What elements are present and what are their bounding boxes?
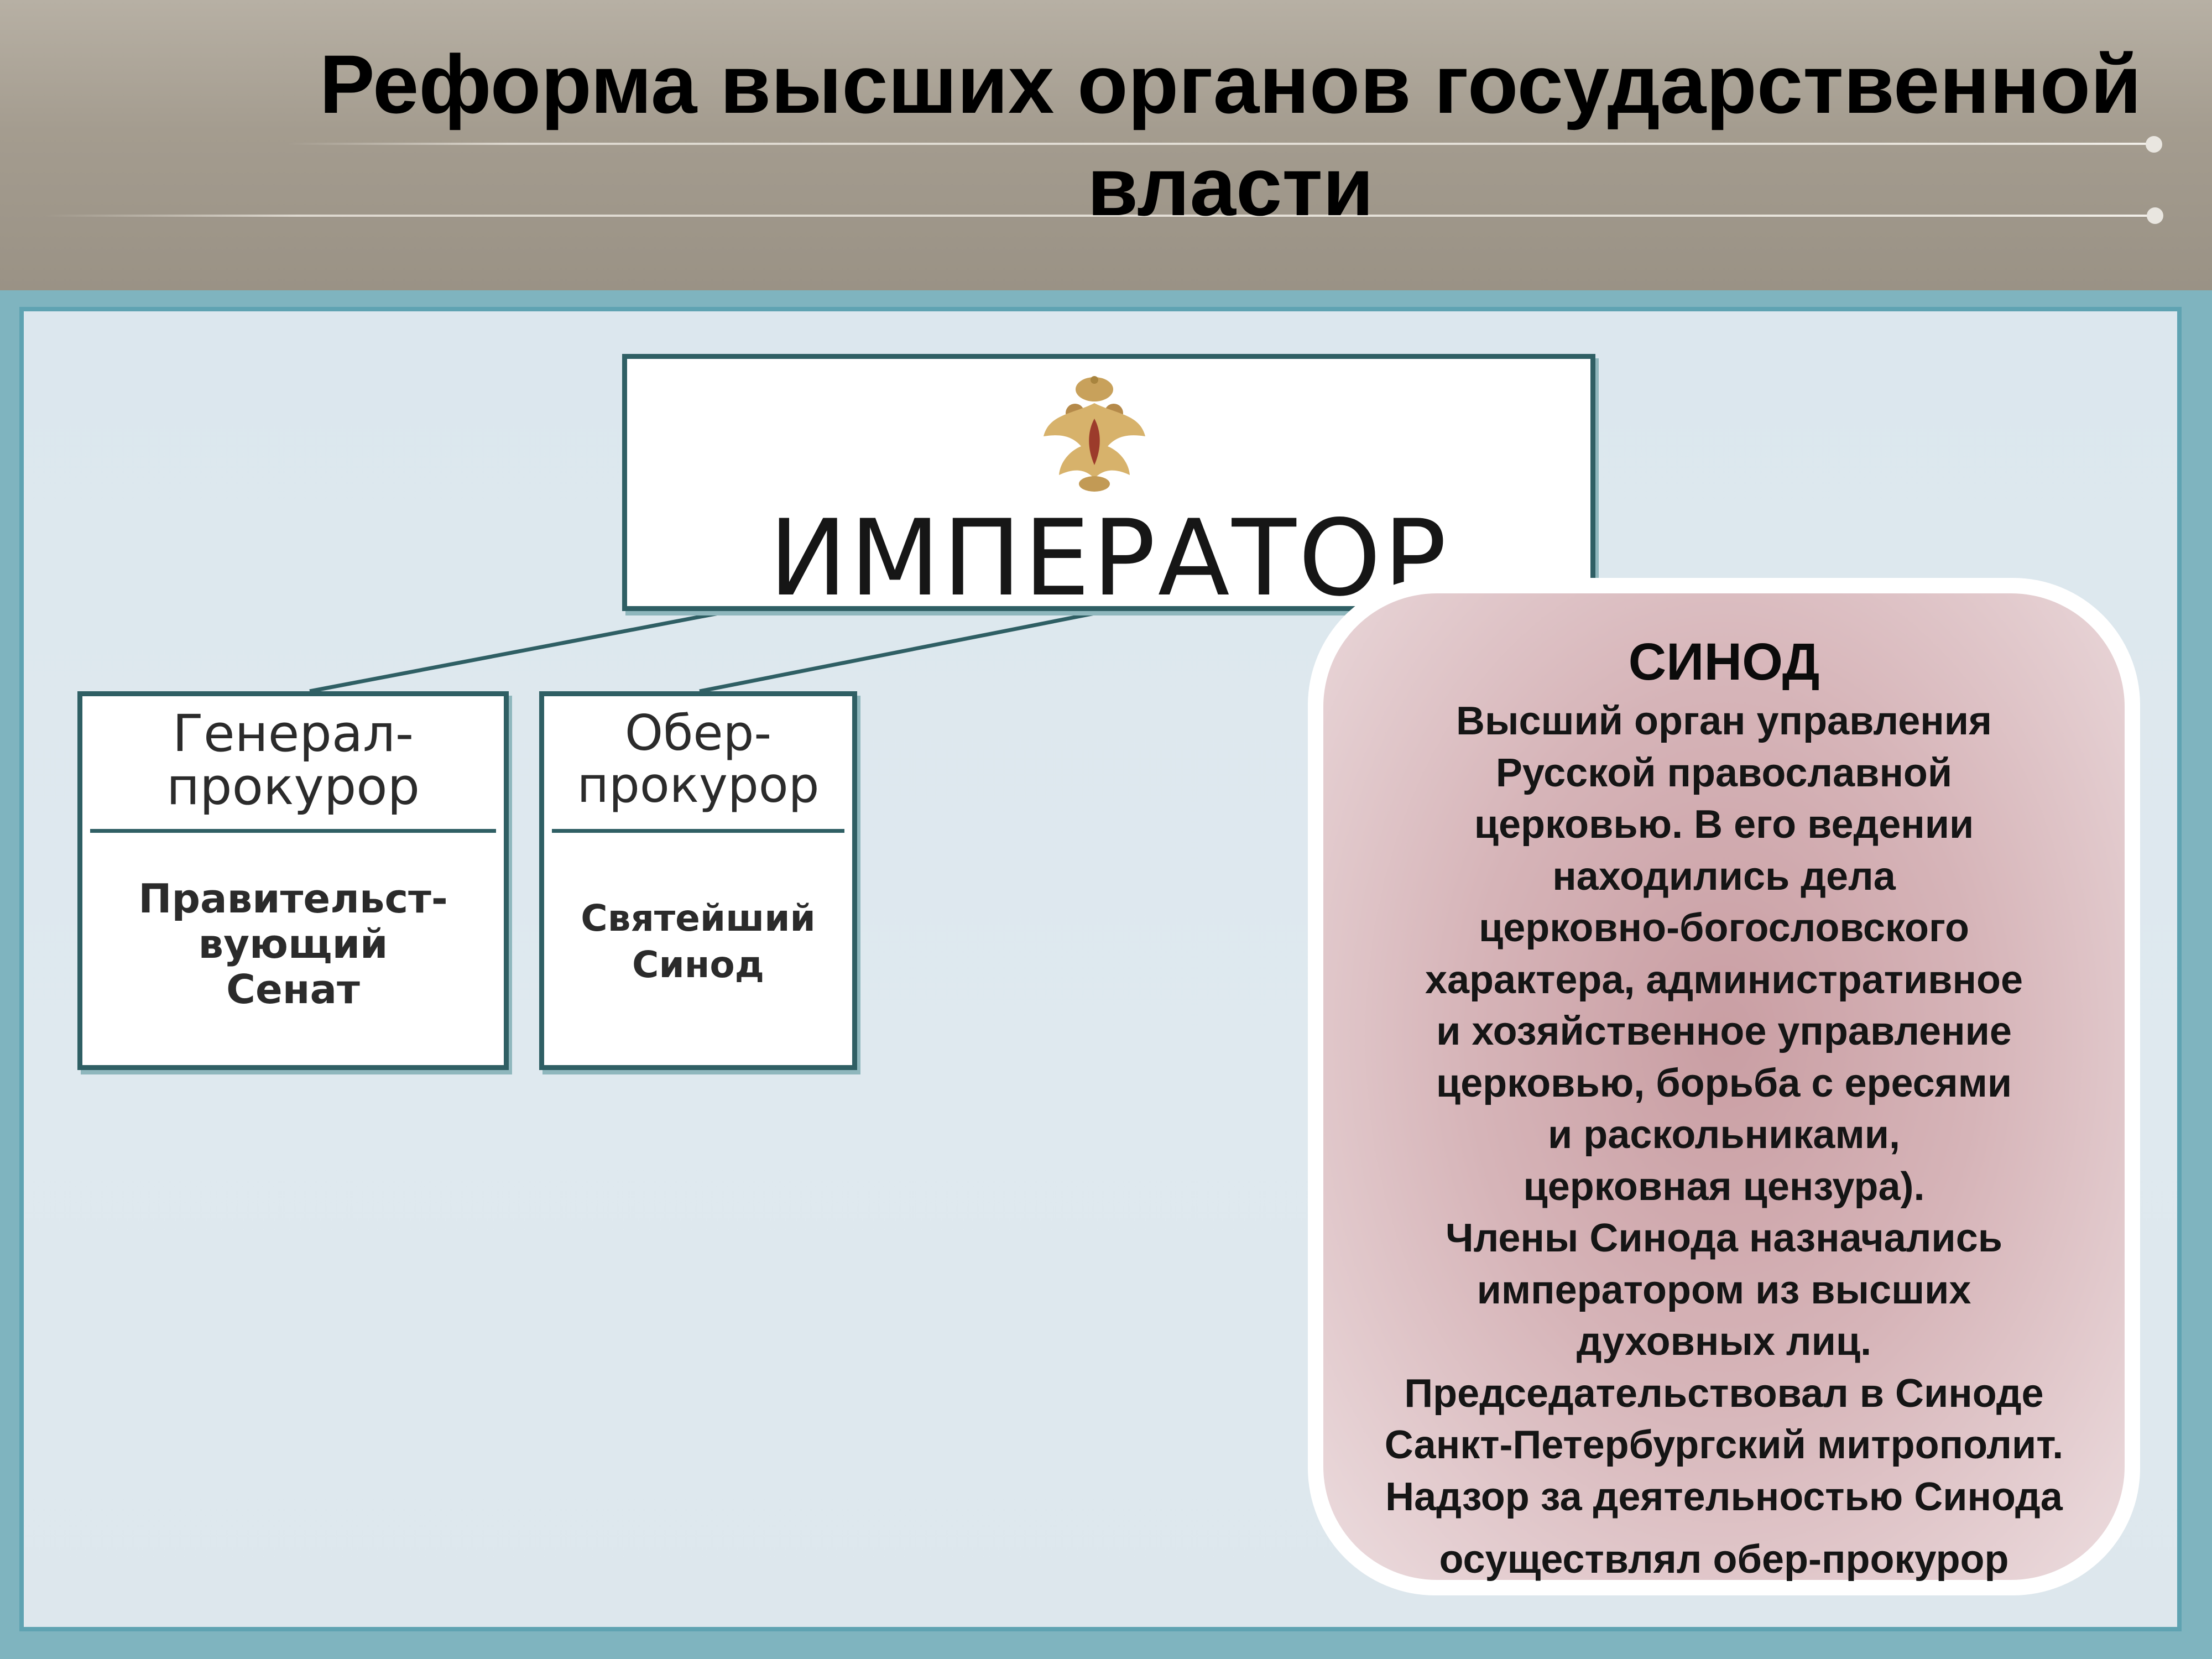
synod-line-12: императором из высших bbox=[1477, 1267, 1971, 1312]
general-prosecutor-divider bbox=[90, 829, 496, 833]
chief-prosecutor-title: Обер- прокурор bbox=[544, 707, 852, 811]
page-title-line-2: власти bbox=[1087, 140, 1374, 233]
synod-line-5: церковно-богословского bbox=[1479, 906, 1969, 950]
title-rule-upper bbox=[288, 143, 2157, 145]
senate-label-line-2: вующий bbox=[198, 921, 388, 967]
page-title-line-1: Реформа высших органов государственной bbox=[319, 38, 2142, 131]
synod-line-15: Санкт-Петербургский митрополит. bbox=[1384, 1423, 2064, 1467]
synod-line-13: духовных лиц. bbox=[1576, 1319, 1872, 1364]
senate-label: Правительст- вующий Сенат bbox=[82, 876, 504, 1012]
emperor-box: ИМПЕРАТОР bbox=[622, 354, 1595, 619]
synod-info-panel-fill: СИНОД Высший орган управления Русской пр… bbox=[1323, 593, 2125, 1582]
title-rule-lower-dot bbox=[2147, 207, 2163, 224]
emperor-label: ИМПЕРАТОР bbox=[769, 497, 1449, 619]
connector-emperor-chief-prosecutor bbox=[699, 609, 1107, 693]
senate-label-line-1: Правительст- bbox=[138, 875, 448, 922]
title-rule-upper-dot bbox=[2146, 136, 2162, 153]
general-prosecutor-title-line-1: Генерал- bbox=[172, 704, 414, 763]
chief-prosecutor-title-line-1: Обер- bbox=[624, 705, 772, 761]
synod-line-6: характера, административное bbox=[1425, 957, 2023, 1002]
general-prosecutor-box: Генерал- прокурор Правительст- вующий Се… bbox=[77, 691, 509, 1070]
synod-line-4: находились дела bbox=[1552, 854, 1896, 899]
synod-description: Высший орган управления Русской правосла… bbox=[1323, 696, 2125, 1586]
holy-synod-label: Святейший Синод bbox=[544, 895, 852, 988]
chief-prosecutor-box: Обер- прокурор Святейший Синод bbox=[539, 691, 857, 1070]
synod-line-17: осуществлял обер-прокурор bbox=[1439, 1537, 2009, 1582]
synod-line-14: Председательствовал в Синоде bbox=[1404, 1371, 2044, 1416]
general-prosecutor-title-line-2: прокурор bbox=[166, 757, 420, 816]
synod-line-11: Члены Синода назначались bbox=[1445, 1216, 2002, 1260]
senate-label-line-3: Сенат bbox=[226, 966, 360, 1013]
synod-line-10: церковная цензура). bbox=[1523, 1164, 1925, 1209]
synod-line-8: церковью, борьба с ересями bbox=[1436, 1061, 2012, 1105]
synod-line-2: Русской православной bbox=[1495, 750, 1953, 795]
title-banner: Реформа высших органов государственной в… bbox=[0, 0, 2212, 290]
synod-line-9: и раскольниками, bbox=[1548, 1113, 1900, 1157]
synod-line-16: Надзор за деятельностью Синода bbox=[1385, 1474, 2063, 1519]
synod-line-3: церковью. В его ведении bbox=[1474, 802, 1974, 847]
title-rule-lower bbox=[44, 215, 2157, 217]
synod-line-7: и хозяйственное управление bbox=[1436, 1009, 2012, 1053]
general-prosecutor-title: Генерал- прокурор bbox=[82, 707, 504, 813]
double-headed-eagle-icon bbox=[1044, 376, 1145, 492]
connector-emperor-general-prosecutor bbox=[309, 609, 731, 693]
chief-prosecutor-title-line-2: прокурор bbox=[577, 757, 820, 813]
chief-prosecutor-divider bbox=[552, 829, 844, 833]
holy-synod-label-line-2: Синод bbox=[632, 943, 764, 986]
holy-synod-label-line-1: Святейший bbox=[581, 897, 816, 940]
page-title: Реформа высших органов государственной в… bbox=[276, 33, 2184, 238]
synod-info-panel: СИНОД Высший орган управления Русской пр… bbox=[1308, 578, 2140, 1595]
synod-line-1: Высший орган управления bbox=[1455, 699, 1992, 743]
synod-heading: СИНОД bbox=[1628, 633, 1820, 691]
